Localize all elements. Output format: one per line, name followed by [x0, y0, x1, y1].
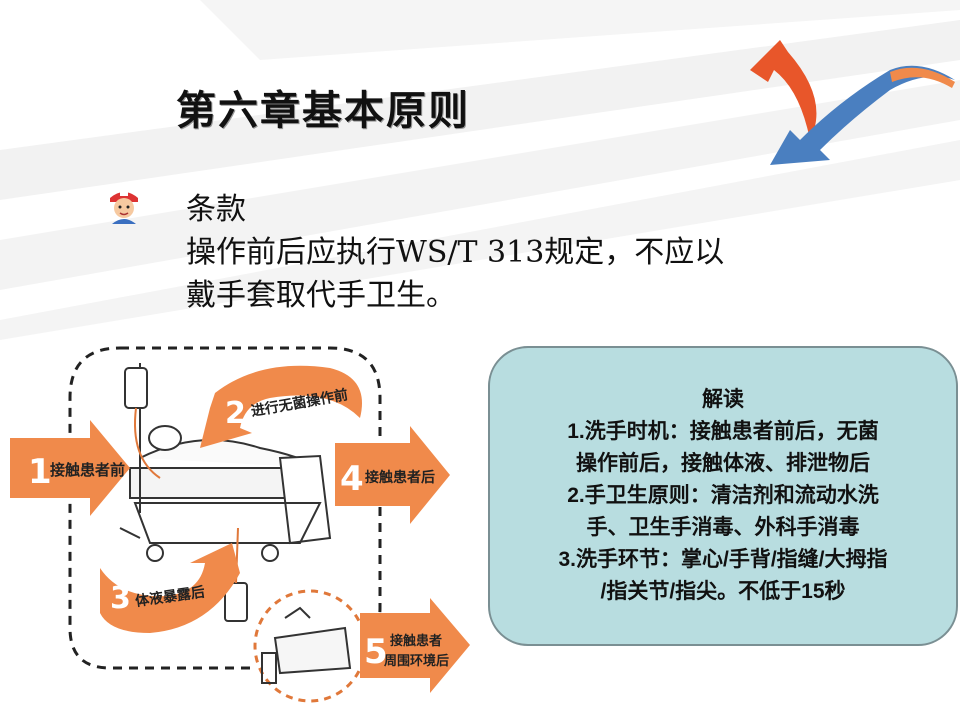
- interpretation-box: 解读 1.洗手时机：接触患者前后，无菌 操作前后，接触体液、排泄物后 2.手卫生…: [488, 346, 958, 646]
- interpretation-line: 手、卫生手消毒、外科手消毒: [586, 516, 860, 539]
- step-number: 4: [340, 459, 364, 499]
- step-number: 1: [28, 452, 52, 492]
- interpretation-line: 操作前后，接触体液、排泄物后: [576, 452, 870, 475]
- clause-line: 戴手套取代手卫生。: [186, 278, 456, 313]
- interpretation-line: 1.洗手时机：接触患者前后，无菌: [567, 420, 879, 443]
- hand-hygiene-diagram: 1 接触患者前 2 进行无菌操作前 4 接触患者后 3 体液暴露后 5 接触患者…: [10, 346, 470, 703]
- step-number: 3: [110, 581, 131, 616]
- interpretation-line: 3.洗手环节：掌心/手背/指缝/大拇指: [558, 548, 888, 571]
- interpretation-line: 2.手卫生原则：清洁剂和流动水洗: [567, 484, 879, 507]
- step-label: 接触患者前: [50, 461, 125, 479]
- clause-line: 操作前后应执行WS/T 313规定，不应以: [186, 235, 725, 270]
- step-number: 5: [364, 632, 388, 672]
- step-label: 接触患者后: [365, 469, 435, 486]
- clause-heading: 条款: [186, 192, 246, 227]
- bed-icon: [119, 425, 332, 562]
- nurse-bullet-icon: [110, 192, 138, 224]
- slide-title: 第六章基本原则: [176, 87, 470, 134]
- iv-drip-icon: [124, 363, 248, 622]
- interpretation-line: /指关节/指尖。不低于15秒: [600, 580, 846, 603]
- step-number: 2: [225, 396, 246, 431]
- clause-block: 条款 操作前后应执行WS/T 313规定，不应以 戴手套取代手卫生。: [186, 188, 724, 317]
- interpretation-heading: 解读: [702, 388, 744, 411]
- step-label: 周围环境后: [384, 653, 449, 669]
- logo-arrows-icon: [750, 40, 955, 165]
- background-rays: [0, 0, 960, 340]
- step-label: 接触患者: [390, 633, 442, 649]
